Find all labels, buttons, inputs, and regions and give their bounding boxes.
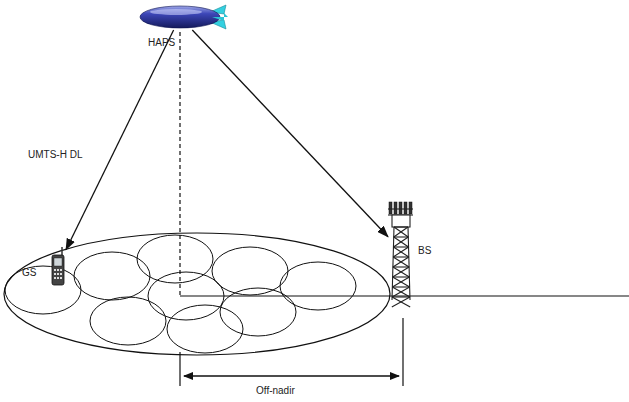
tower-rung — [392, 296, 410, 297]
tower-brace — [393, 257, 409, 267]
tower-brace — [393, 247, 408, 257]
antenna-panel — [389, 202, 392, 214]
link-arrow — [66, 30, 174, 250]
tower-rung — [392, 286, 409, 287]
tower-rung — [393, 256, 409, 257]
phone-key — [54, 269, 56, 271]
dimension-tick — [402, 318, 403, 386]
phone-key — [54, 273, 56, 275]
dimension-arrow — [184, 375, 399, 377]
ground-line — [180, 295, 629, 296]
cell — [167, 305, 243, 353]
tower-leg — [392, 227, 394, 300]
phone-key — [60, 273, 62, 275]
tower-rung — [393, 266, 409, 267]
phone-key — [60, 277, 62, 279]
tower-brace — [392, 297, 410, 307]
phone-key — [57, 277, 59, 279]
tower-rung — [393, 276, 410, 277]
airship-tail — [212, 13, 228, 21]
tower-brace — [392, 287, 410, 297]
phone-screen — [54, 258, 62, 266]
tower-brace — [393, 277, 410, 287]
antenna-bar — [388, 208, 413, 209]
link-label: UMTS-H DL — [28, 149, 82, 161]
phone-key — [57, 269, 59, 271]
tower-brace — [393, 247, 408, 257]
antenna-panel — [409, 202, 412, 214]
cell — [74, 252, 150, 300]
tower-brace — [393, 267, 409, 277]
tower-brace — [392, 277, 409, 287]
dimension-tick — [179, 352, 180, 386]
antenna-panel — [399, 202, 402, 214]
cell — [90, 297, 166, 345]
node-label: HAPS — [148, 37, 175, 49]
tower-icon — [388, 200, 413, 300]
tower-rung — [394, 236, 409, 237]
cell — [5, 266, 81, 314]
tower-brace — [394, 227, 408, 237]
tower-brace — [393, 237, 408, 247]
phone-key — [60, 269, 62, 271]
phone-key — [57, 273, 59, 275]
airship-hull — [140, 6, 220, 28]
tower-rung — [393, 246, 408, 247]
tower-platform — [392, 215, 410, 227]
airship-highlight — [150, 9, 202, 15]
antenna-panel — [394, 202, 397, 214]
antenna-panel — [404, 202, 407, 214]
phone-body — [52, 255, 64, 285]
cell — [137, 235, 213, 283]
cell — [212, 247, 288, 295]
haps-platform: HAPS — [140, 4, 220, 30]
tower-brace — [393, 267, 409, 277]
ground-station: GS — [50, 247, 66, 285]
node-label: BS — [418, 245, 431, 257]
tower-brace — [392, 297, 410, 307]
tower-brace — [393, 257, 409, 267]
phone-key — [54, 277, 56, 279]
nadir-line — [179, 32, 180, 296]
tower-rung — [394, 226, 408, 227]
airship-icon — [140, 4, 220, 30]
tower-brace — [394, 227, 408, 237]
cell — [280, 262, 356, 310]
tower-brace — [394, 237, 409, 247]
link-arrow — [192, 30, 388, 237]
tower-leg — [408, 227, 410, 300]
tower-brace — [392, 287, 410, 297]
coverage-area — [4, 233, 390, 355]
base-station: BS — [388, 200, 413, 300]
node-label: GS — [22, 267, 36, 279]
dimension-label: Off-nadir — [256, 385, 295, 397]
phone-icon — [50, 247, 66, 285]
